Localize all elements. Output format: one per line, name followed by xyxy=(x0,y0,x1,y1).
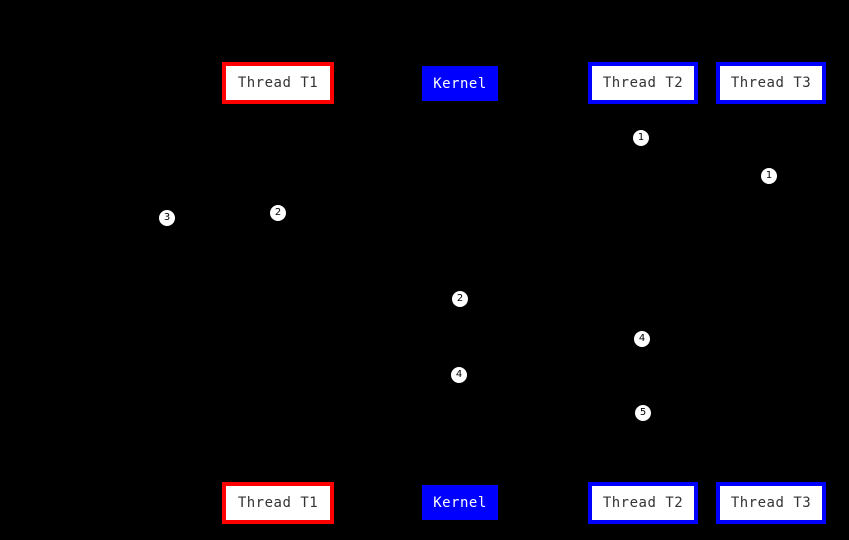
message-arrow-5 xyxy=(278,299,460,300)
participant-label: Thread T1 xyxy=(237,495,319,511)
lifeline-thread-t2 xyxy=(643,104,644,482)
participant-thread-t3-bottom: Thread T3 xyxy=(716,482,826,524)
participant-label: Kernel xyxy=(433,75,487,92)
participant-label: Thread T3 xyxy=(730,495,812,511)
step-marker: 5 xyxy=(634,404,652,422)
step-marker: 4 xyxy=(633,330,651,348)
participant-thread-t3-top: Thread T3 xyxy=(716,62,826,104)
participant-label: Thread T1 xyxy=(237,75,319,91)
step-marker: 4 xyxy=(450,366,468,384)
participant-label: Thread T2 xyxy=(602,495,684,511)
participant-thread-t1-bottom: Thread T1 xyxy=(222,482,334,524)
participant-thread-t1-top: Thread T1 xyxy=(222,62,334,104)
participant-kernel-bottom: Kernel xyxy=(422,485,498,520)
message-arrow-4 xyxy=(150,218,278,219)
step-marker: 1 xyxy=(632,129,650,147)
participant-label: Thread T2 xyxy=(602,75,684,91)
message-arrow-6 xyxy=(460,339,643,340)
step-marker: 2 xyxy=(451,290,469,308)
message-arrow-2 xyxy=(460,176,771,177)
participant-label: Thread T3 xyxy=(730,75,812,91)
message-arrow-8 xyxy=(460,413,643,414)
lifeline-thread-t1 xyxy=(278,104,279,482)
step-marker: 2 xyxy=(269,204,287,222)
participant-thread-t2-top: Thread T2 xyxy=(588,62,698,104)
participant-thread-t2-bottom: Thread T2 xyxy=(588,482,698,524)
step-marker: 3 xyxy=(158,209,176,227)
lifeline-thread-t3 xyxy=(771,104,772,482)
message-arrow-3 xyxy=(278,213,460,214)
message-arrow-1 xyxy=(460,138,643,139)
participant-label: Kernel xyxy=(433,494,487,511)
step-marker: 1 xyxy=(760,167,778,185)
participant-kernel-top: Kernel xyxy=(422,66,498,101)
